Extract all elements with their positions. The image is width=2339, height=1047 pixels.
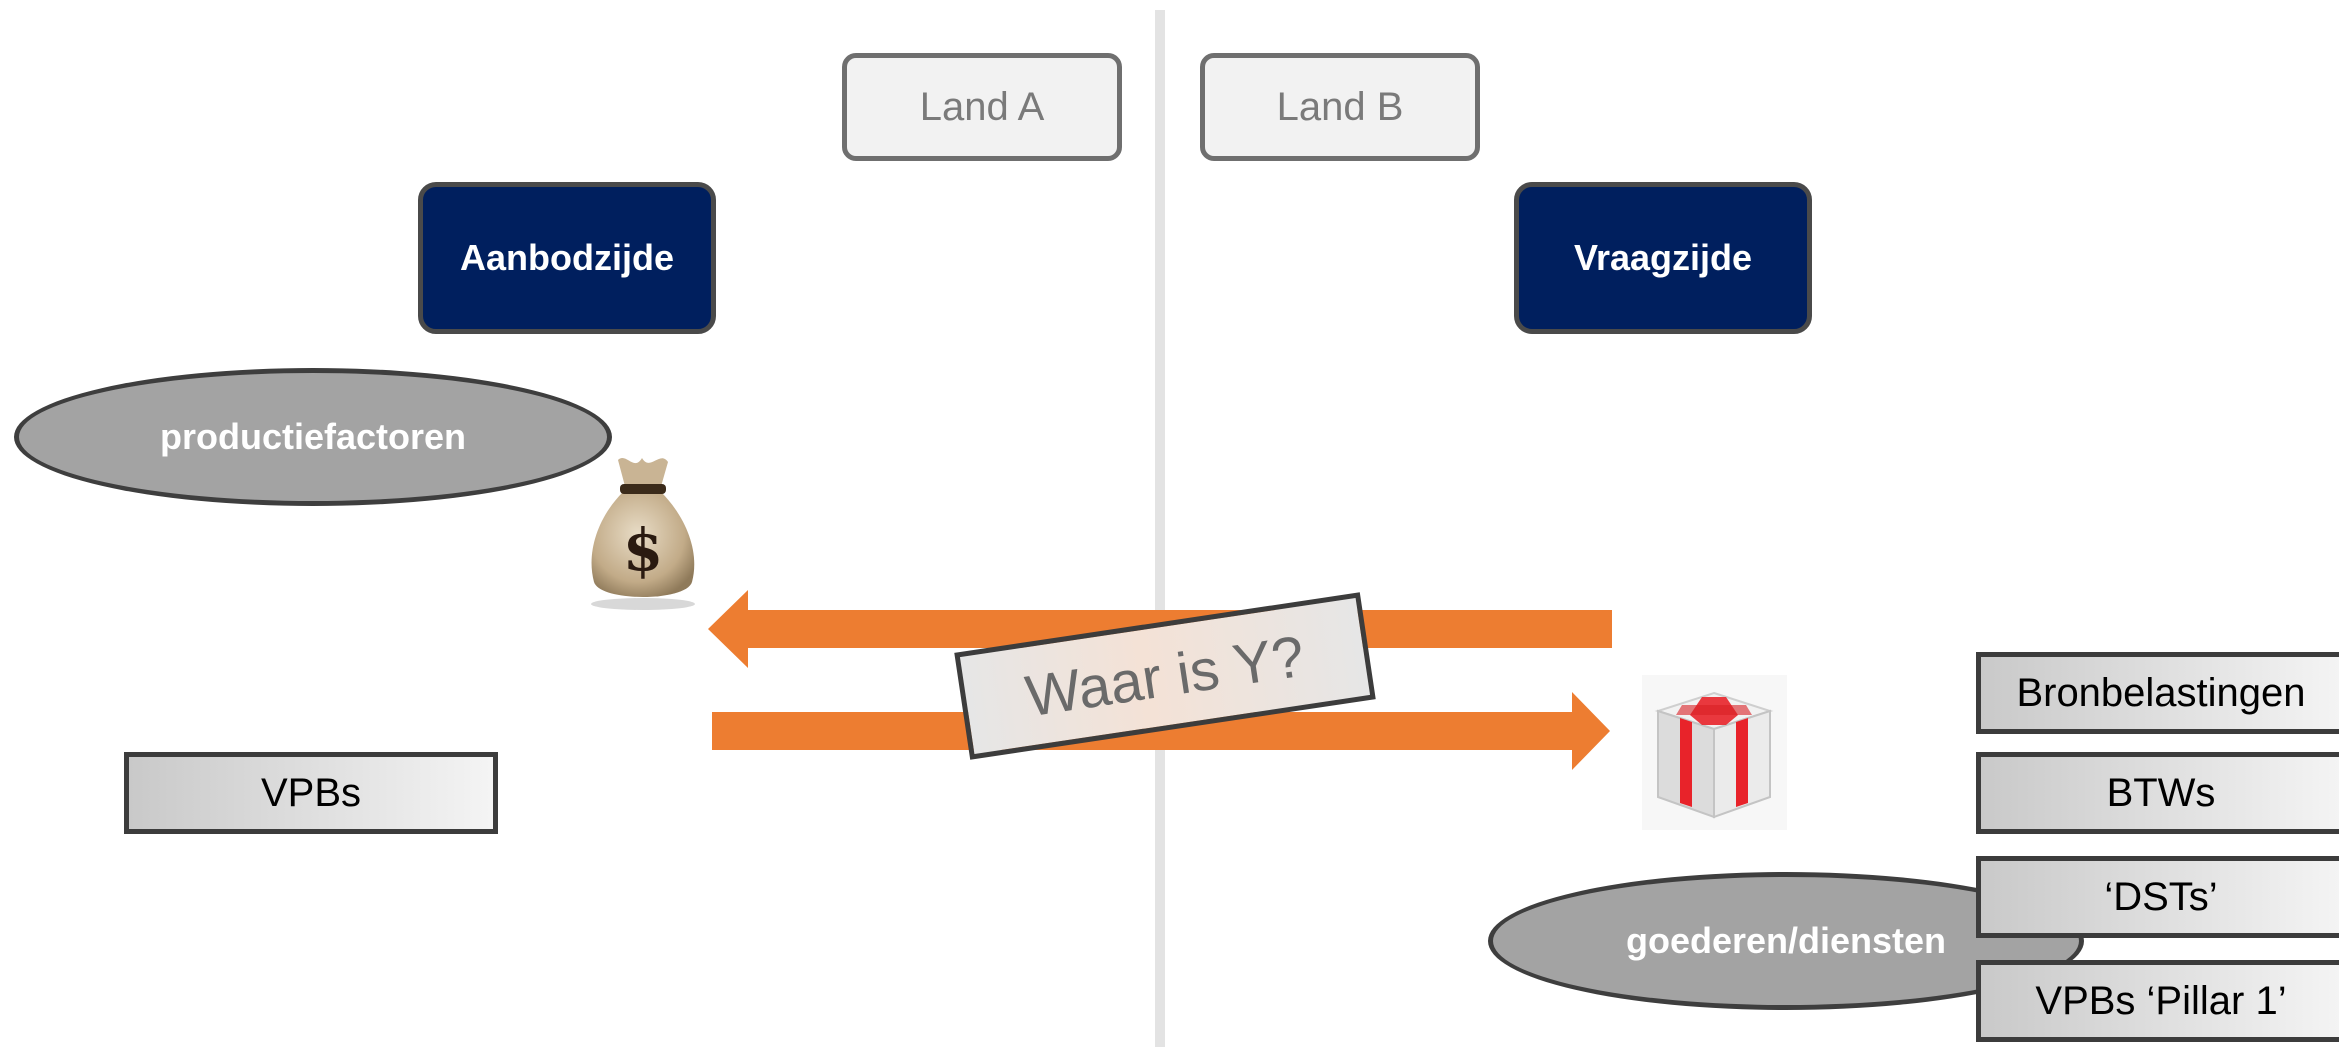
svg-text:$: $ — [623, 516, 663, 584]
gift-box-icon — [1642, 675, 1787, 830]
land-b-label: Land B — [1200, 53, 1480, 161]
tax-box-dsts: ‘DSTs’ — [1976, 856, 2339, 938]
tax-box-btws: BTWs — [1976, 752, 2339, 834]
supply-side-box: Aanbodzijde — [418, 182, 716, 334]
production-factors-oval: productiefactoren — [14, 368, 612, 506]
tax-box-vpbs-pillar-1: VPBs ‘Pillar 1’ — [1976, 960, 2339, 1042]
land-a-label: Land A — [842, 53, 1122, 161]
money-bag-icon: $ — [591, 458, 695, 610]
tax-box-bronbelastingen: Bronbelastingen — [1976, 652, 2339, 734]
demand-side-box: Vraagzijde — [1514, 182, 1812, 334]
tax-box-vpbs: VPBs — [124, 752, 498, 834]
country-divider — [1155, 10, 1165, 1047]
